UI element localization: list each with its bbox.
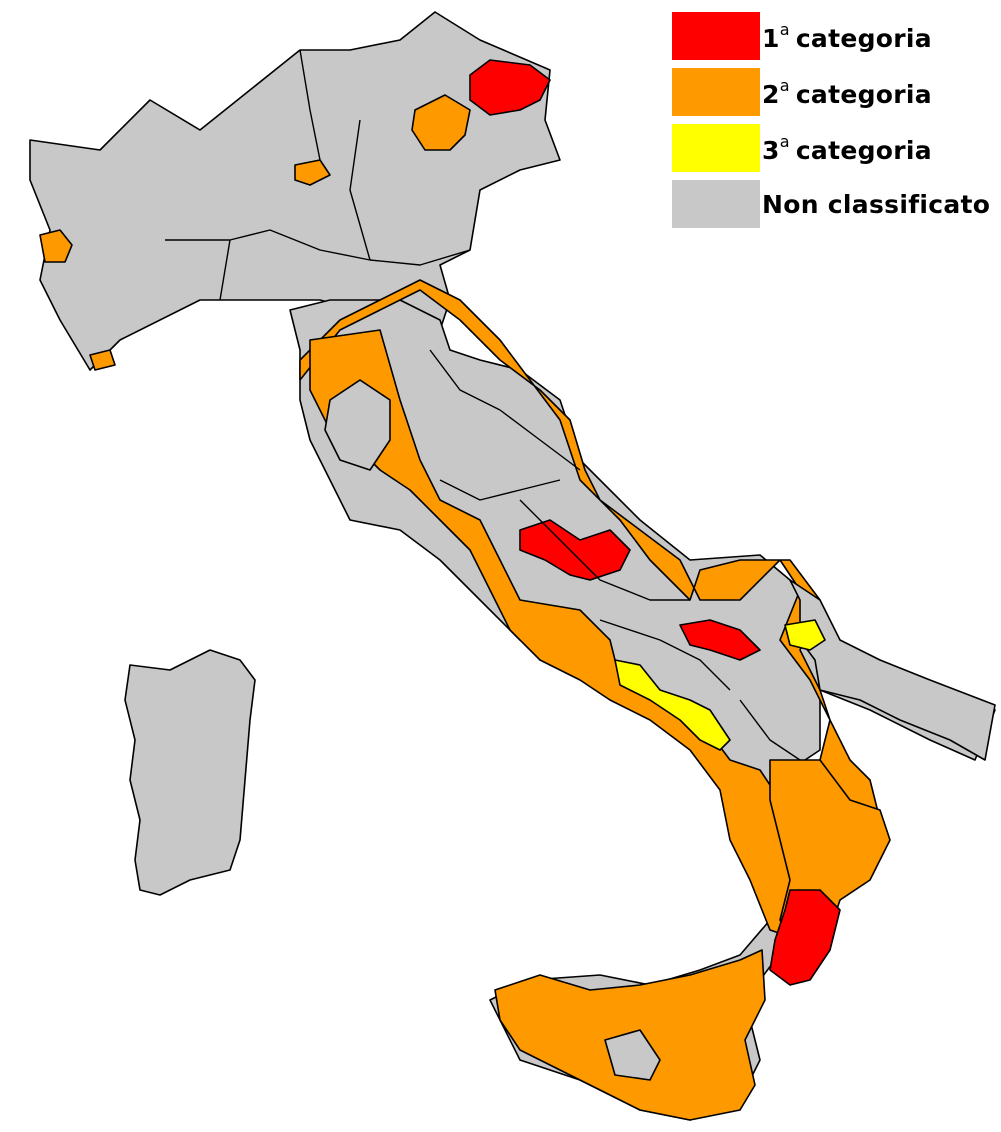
legend-label-unclassified: Non classificato — [762, 189, 991, 219]
campania-zone-3 — [614, 659, 731, 751]
legend-item-unclassified: Non classificato — [672, 176, 990, 232]
calabria-zone-1 — [769, 889, 841, 986]
regional-borders — [165, 49, 801, 761]
liguria-zone-2 — [89, 349, 116, 371]
legend-swatch-cat3 — [672, 124, 760, 172]
lombardy-zone-2 — [294, 159, 331, 186]
irpinia-zone-1 — [679, 619, 761, 661]
legend-swatch-unclassified — [672, 180, 760, 228]
abruzzo-zone-1 — [519, 519, 631, 581]
legend-swatch-cat1 — [672, 12, 760, 60]
sardinia-region — [124, 649, 256, 896]
piedmont-zone-2 — [39, 229, 73, 263]
tuscany-grey-pocket — [324, 379, 391, 471]
friuli-zone-1 — [469, 59, 551, 116]
veneto-zone-2 — [411, 94, 471, 151]
gargano-zone-3 — [784, 619, 826, 651]
sicily-grey-pocket — [604, 1029, 661, 1081]
legend-swatch-cat2 — [672, 68, 760, 116]
